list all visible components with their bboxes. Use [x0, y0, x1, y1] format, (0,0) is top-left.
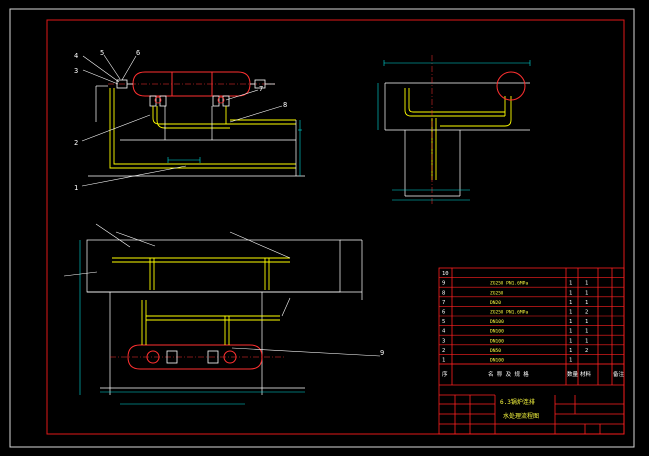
- bom-cell-qty: 1: [569, 329, 572, 335]
- callout-9: 9: [380, 349, 384, 357]
- bom-cell-no: 4: [442, 329, 446, 335]
- title-text: 6.3锅炉连排 水处理流程图: [500, 398, 539, 420]
- bom-cell-qty: 1: [569, 300, 572, 306]
- detail-circle: [496, 71, 526, 101]
- bom-cell-no: 9: [442, 281, 445, 287]
- bom-cell-mat: 1: [585, 329, 588, 335]
- front-dimensions: [167, 120, 302, 176]
- plan-leaders: [63, 223, 381, 357]
- bom-header-mat: 材料: [580, 370, 592, 378]
- bom-cell-mat: 1: [585, 281, 588, 287]
- bom-cell-desc: DN100: [490, 338, 504, 344]
- bom-cell-desc: DN50: [490, 348, 501, 354]
- bom-cell-qty: 1: [569, 281, 572, 287]
- side-piping: [404, 88, 512, 180]
- project-name: 6.3锅炉连排: [500, 398, 535, 406]
- callout-8: 8: [283, 101, 287, 109]
- callout-1: 1: [74, 184, 78, 192]
- bom-frame: [438, 267, 625, 435]
- bom-cell-qty: 1: [569, 358, 572, 364]
- bom-cell-qty: 1: [569, 319, 572, 325]
- side-view: [377, 55, 531, 205]
- bom-cell-desc: ZG25Ⅱ: [490, 290, 503, 296]
- front-nozzles: [116, 79, 275, 89]
- bom-cell-qty: 1: [569, 338, 572, 344]
- callout-6: 6: [136, 49, 140, 57]
- plan-dimensions: [79, 240, 305, 405]
- bom-cell-mat: 2: [585, 348, 588, 354]
- plan-view: [63, 223, 381, 405]
- drawing-title: 水处理流程图: [503, 412, 539, 420]
- bom-cell-mat: 1: [585, 300, 588, 306]
- drawing-border: [46, 19, 625, 435]
- bom-cell-no: 10: [442, 271, 449, 277]
- bom-cell-no: 2: [442, 348, 445, 354]
- plan-piping: [112, 257, 290, 345]
- bom-cell-mat: 1: [585, 319, 588, 325]
- front-view: [81, 54, 305, 187]
- bom-header-note: 备注: [613, 370, 625, 378]
- callout-7: 7: [259, 85, 263, 93]
- bom-cell-desc: DN100: [490, 329, 504, 335]
- bom-cell-no: 5: [442, 319, 445, 325]
- bom-cell-desc: ZG25Ⅱ PN1.6MPa: [490, 281, 528, 287]
- bom-cell-qty: 1: [569, 348, 572, 354]
- bom-cell-desc: DN100: [490, 358, 504, 364]
- front-callouts: 4 3 5 6 7 8 2 1: [74, 49, 287, 192]
- bom-header-qty: 数量: [567, 370, 579, 378]
- plan-valves: [166, 350, 219, 364]
- callout-2: 2: [74, 139, 78, 147]
- bom-cell-qty: 1: [569, 310, 572, 316]
- callout-4: 4: [74, 52, 78, 60]
- bom-cell-no: 3: [442, 338, 445, 344]
- bom-cell-desc: DN20: [490, 300, 501, 306]
- bom-cell-mat: 1: [585, 290, 588, 296]
- side-dimensions: [377, 60, 531, 201]
- bom-header-no: 序: [442, 370, 448, 378]
- bom-cell-no: 6: [442, 310, 445, 316]
- front-outline: [88, 85, 305, 177]
- front-leaders: [81, 54, 283, 187]
- bom-cell-desc: ZG25Ⅱ PN1.6MPa: [490, 310, 528, 316]
- bom-header: 序 名 称 及 规 格 数量 材料 备注: [442, 370, 625, 378]
- bom-cell-desc: DN100: [490, 319, 504, 325]
- callout-3: 3: [74, 67, 78, 75]
- bom-cell-no: 7: [442, 300, 445, 306]
- bom-cell-no: 1: [442, 358, 445, 364]
- callout-5: 5: [100, 49, 104, 57]
- bom-cell-mat: 2: [585, 310, 588, 316]
- bom-header-desc: 名 称 及 规 格: [488, 370, 529, 378]
- side-outline: [384, 82, 530, 197]
- sheet-frame: [9, 8, 635, 448]
- plan-outline: [86, 239, 363, 395]
- bom-cell-qty: 1: [569, 290, 572, 296]
- bom-cell-mat: 1: [585, 338, 588, 344]
- bom-cell-no: 8: [442, 290, 445, 296]
